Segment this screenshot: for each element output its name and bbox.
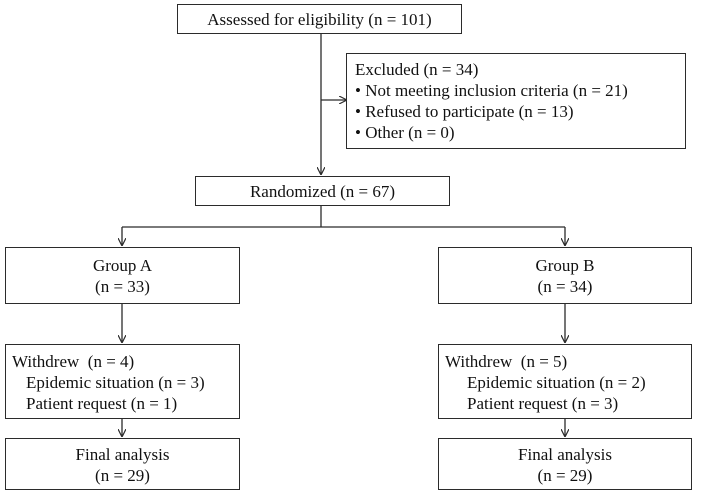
group-a-final-title: Final analysis xyxy=(75,445,170,464)
group-a-withdrew-reason: Patient request (n = 1) xyxy=(26,394,178,413)
group-b-box: Group B (n = 34) xyxy=(438,247,692,304)
group-b-withdrew-title: Withdrew (n = 5) xyxy=(445,352,568,371)
group-b-count: (n = 34) xyxy=(537,277,593,296)
randomized-box: Randomized (n = 67) xyxy=(195,176,450,206)
group-b-name: Group B xyxy=(535,256,595,275)
excluded-box: Excluded (n = 34) • Not meeting inclusio… xyxy=(346,53,686,149)
group-b-withdrew-reason: Patient request (n = 3) xyxy=(467,394,619,413)
excluded-item: • Other (n = 0) xyxy=(355,123,455,142)
group-a-withdrew-box: Withdrew (n = 4) Epidemic situation (n =… xyxy=(5,344,240,419)
excluded-title: Excluded (n = 34) xyxy=(355,60,479,79)
assessed-label: Assessed for eligibility (n = 101) xyxy=(207,10,432,29)
group-a-withdrew-reason: Epidemic situation (n = 3) xyxy=(26,373,205,392)
randomized-label: Randomized (n = 67) xyxy=(249,182,396,201)
excluded-item: • Not meeting inclusion criteria (n = 21… xyxy=(355,81,628,100)
group-b-final-box: Final analysis (n = 29) xyxy=(438,438,692,490)
group-b-withdrew-reason: Epidemic situation (n = 2) xyxy=(467,373,646,392)
group-a-box: Group A (n = 33) xyxy=(5,247,240,304)
group-a-count: (n = 33) xyxy=(95,277,150,296)
group-a-name: Group A xyxy=(92,256,153,275)
excluded-item: • Refused to participate (n = 13) xyxy=(355,102,574,121)
assessed-box: Assessed for eligibility (n = 101) xyxy=(177,4,462,34)
group-a-final-count: (n = 29) xyxy=(95,466,150,485)
group-b-withdrew-box: Withdrew (n = 5) Epidemic situation (n =… xyxy=(438,344,692,419)
group-a-withdrew-title: Withdrew (n = 4) xyxy=(12,352,135,371)
group-b-final-count: (n = 29) xyxy=(537,466,593,485)
group-b-final-title: Final analysis xyxy=(518,445,612,464)
group-a-final-box: Final analysis (n = 29) xyxy=(5,438,240,490)
